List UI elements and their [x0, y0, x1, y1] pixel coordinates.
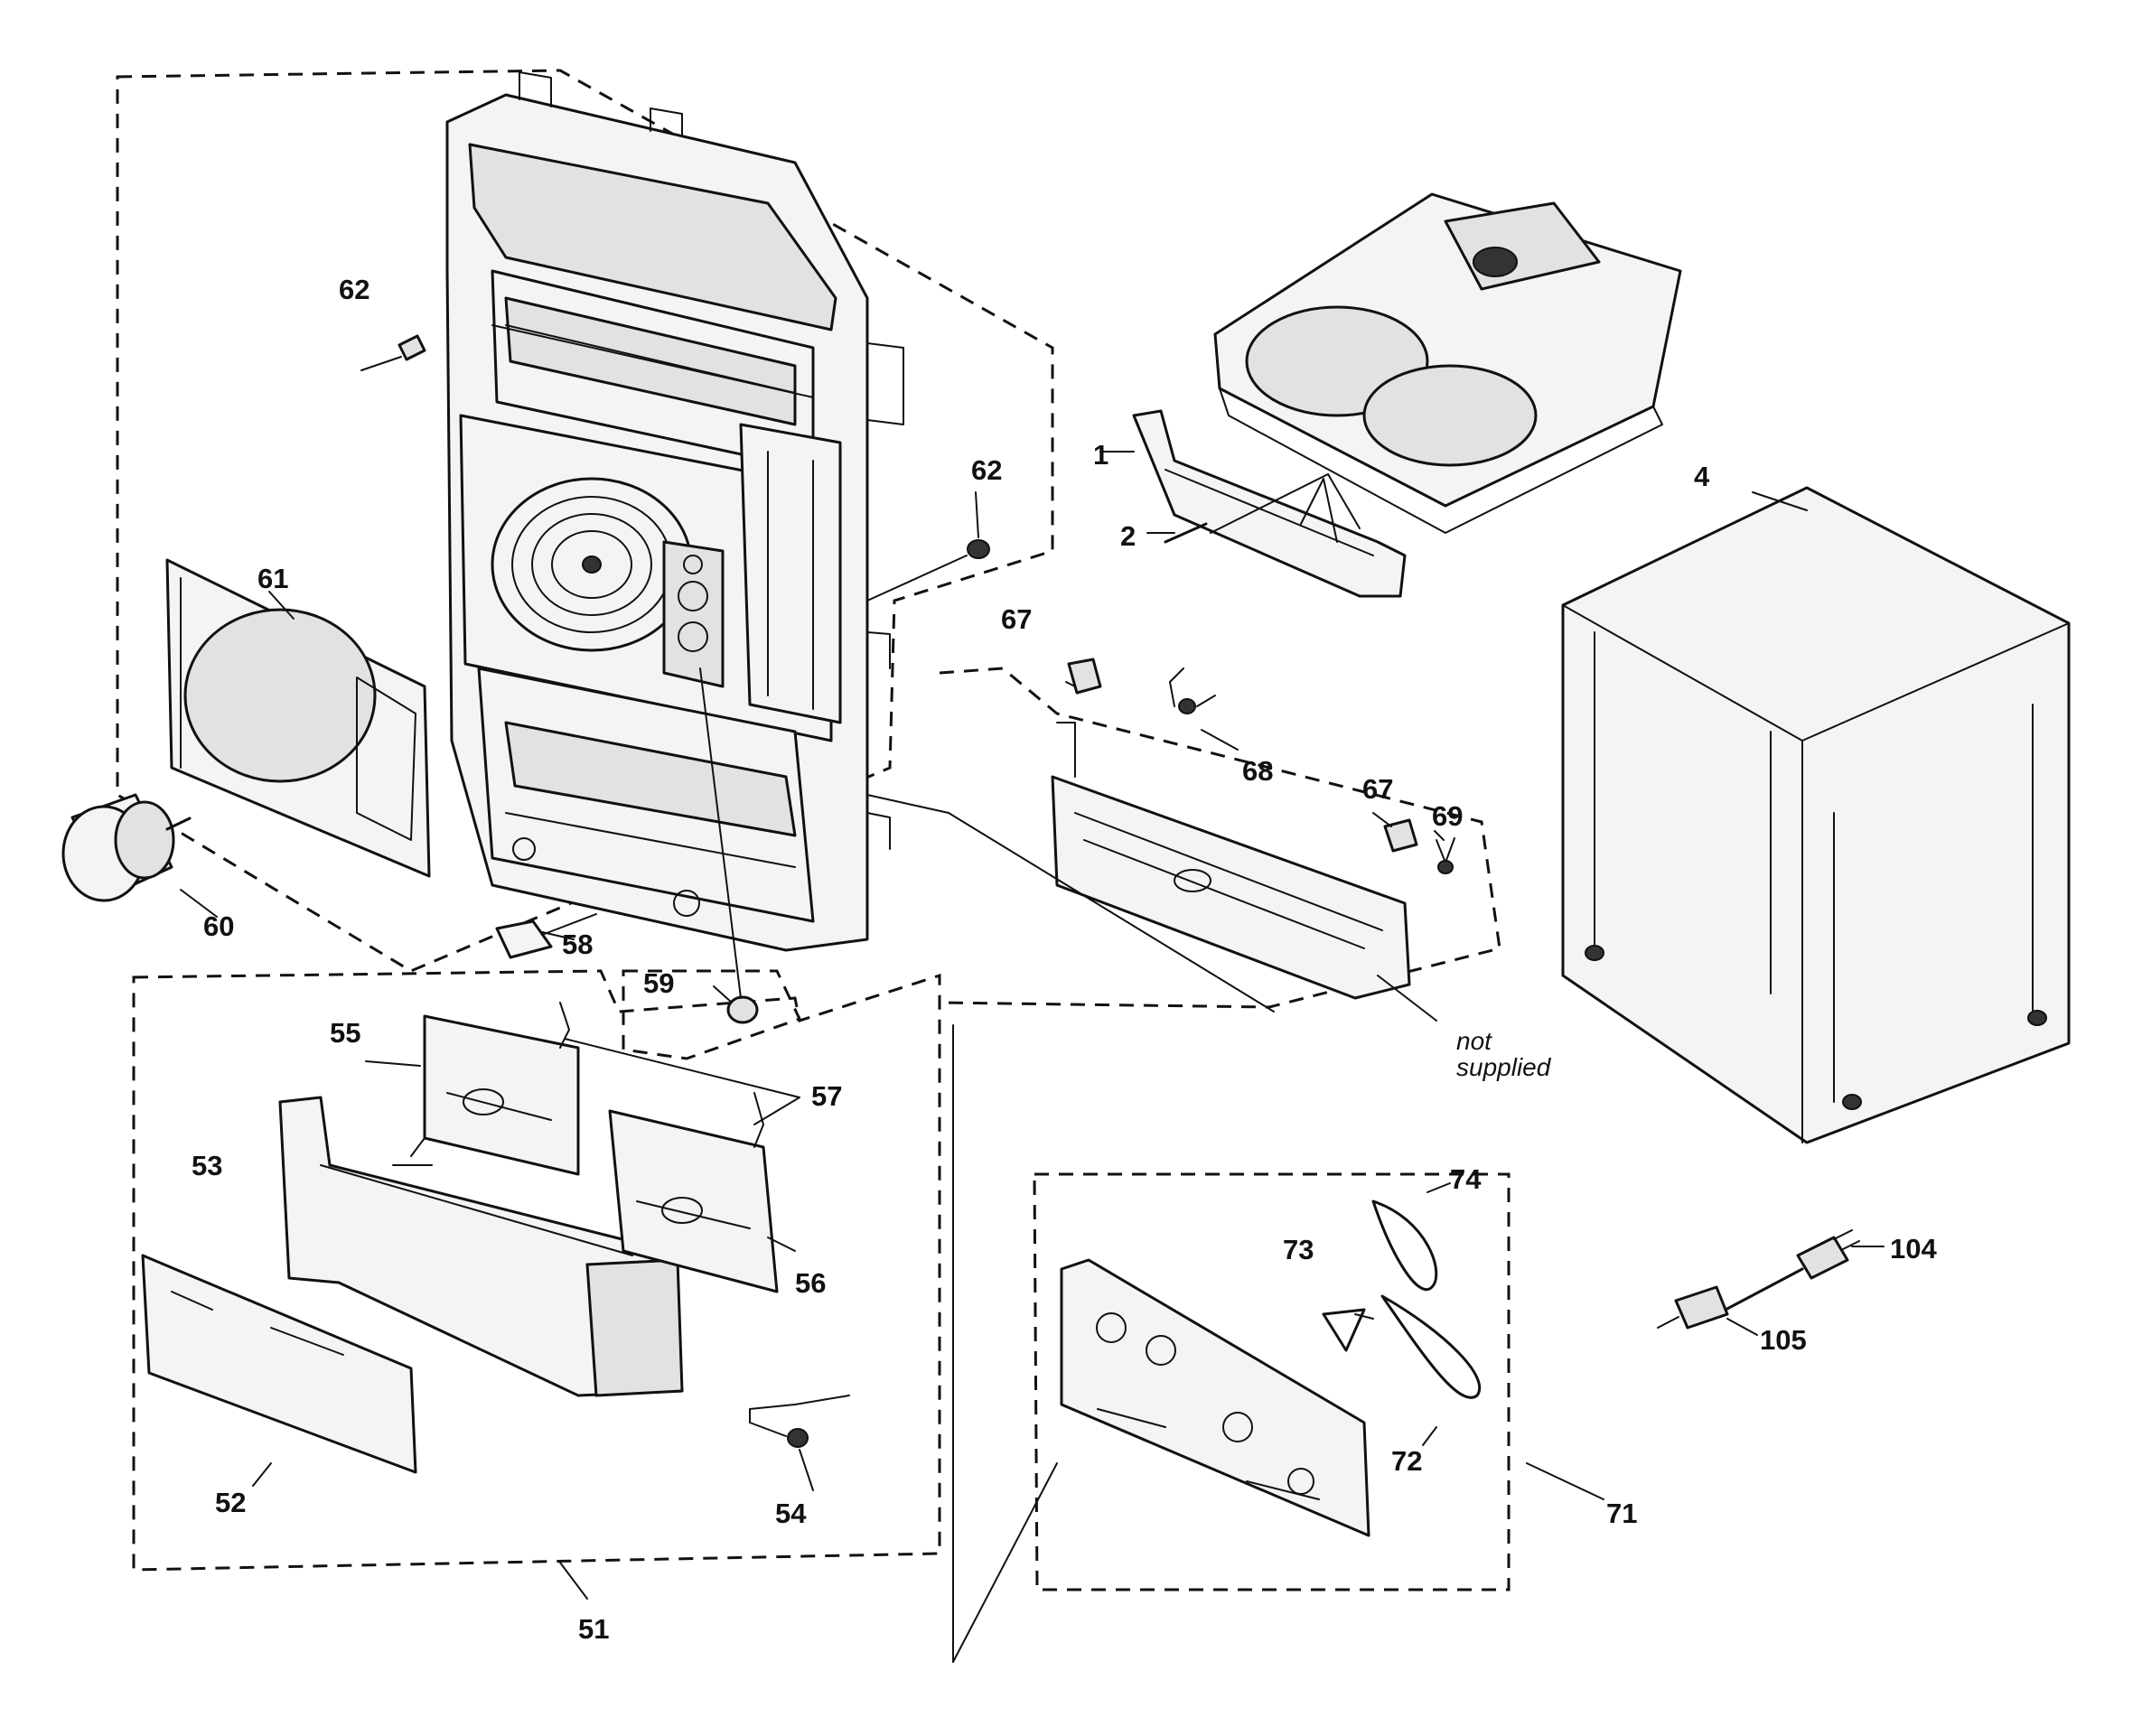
label-part-105: 105	[1760, 1324, 1807, 1356]
spring-2	[1164, 522, 1208, 544]
control-board-71	[1060, 1258, 1370, 1537]
cassette-mech-55	[410, 1014, 580, 1176]
label-part-51: 51	[578, 1613, 610, 1645]
label-part-68: 68	[1242, 755, 1274, 787]
label-part-62-right: 62	[971, 454, 1003, 486]
label-part-1: 1	[1093, 439, 1109, 471]
label-part-59: 59	[643, 967, 675, 999]
label-part-58: 58	[562, 929, 594, 960]
button-58	[495, 913, 597, 959]
spring-54	[749, 1395, 850, 1448]
label-part-4: 4	[1694, 461, 1710, 492]
spring-57	[559, 1002, 764, 1148]
belt-72	[1380, 1294, 1482, 1399]
label-part-67-right: 67	[1362, 773, 1394, 805]
front-panel-chassis	[445, 71, 904, 952]
volume-knob	[61, 793, 192, 902]
belt-73	[1322, 1308, 1366, 1352]
label-part-54: 54	[775, 1498, 807, 1529]
label-part-2: 2	[1120, 520, 1136, 552]
screw-62-right	[866, 539, 990, 602]
label-part-74: 74	[1450, 1163, 1482, 1195]
label-part-57: 57	[811, 1080, 843, 1112]
label-part-72: 72	[1391, 1445, 1423, 1477]
label-part-71: 71	[1606, 1498, 1638, 1529]
label-part-69: 69	[1432, 800, 1464, 832]
pcb-group-outline	[1033, 1172, 1511, 1591]
note-line-2: supplied	[1456, 1053, 1551, 1082]
spring-68	[1169, 667, 1216, 714]
label-part-62-top: 62	[339, 274, 370, 305]
cd-bracket	[1051, 722, 1411, 1000]
not-supplied-note: not supplied	[1456, 1028, 1550, 1081]
leader-lines	[180, 451, 1885, 1663]
knob-59	[699, 667, 759, 1024]
label-part-56: 56	[795, 1267, 827, 1299]
power-cord	[1657, 1229, 1860, 1330]
grille-panel	[165, 558, 431, 878]
button-67-left	[1067, 658, 1102, 695]
belt-74	[1371, 1199, 1438, 1291]
cassette-mech-56	[608, 1109, 779, 1293]
note-line-1: not	[1456, 1027, 1492, 1055]
label-part-60: 60	[203, 910, 235, 942]
label-part-61: 61	[257, 563, 289, 594]
button-67-right	[1383, 818, 1418, 853]
knob-59-outline	[622, 969, 802, 1060]
label-part-67-left: 67	[1001, 603, 1033, 635]
door-panel-52	[141, 1254, 417, 1474]
spring-69	[1436, 837, 1455, 874]
label-part-53: 53	[192, 1150, 223, 1181]
label-part-73: 73	[1283, 1234, 1314, 1265]
cd-mechanism	[1213, 192, 1682, 534]
cd-mechanism-group-outline	[939, 667, 1501, 1009]
cabinet-4	[1561, 486, 2071, 1144]
screw-62-top	[360, 334, 426, 371]
cassette-group-outline	[132, 969, 941, 1572]
front-panel-group-outline	[116, 69, 1054, 973]
escutcheon-53	[278, 1096, 684, 1397]
label-part-52: 52	[215, 1487, 247, 1518]
label-part-55: 55	[330, 1017, 361, 1049]
label-part-104: 104	[1890, 1233, 1937, 1265]
